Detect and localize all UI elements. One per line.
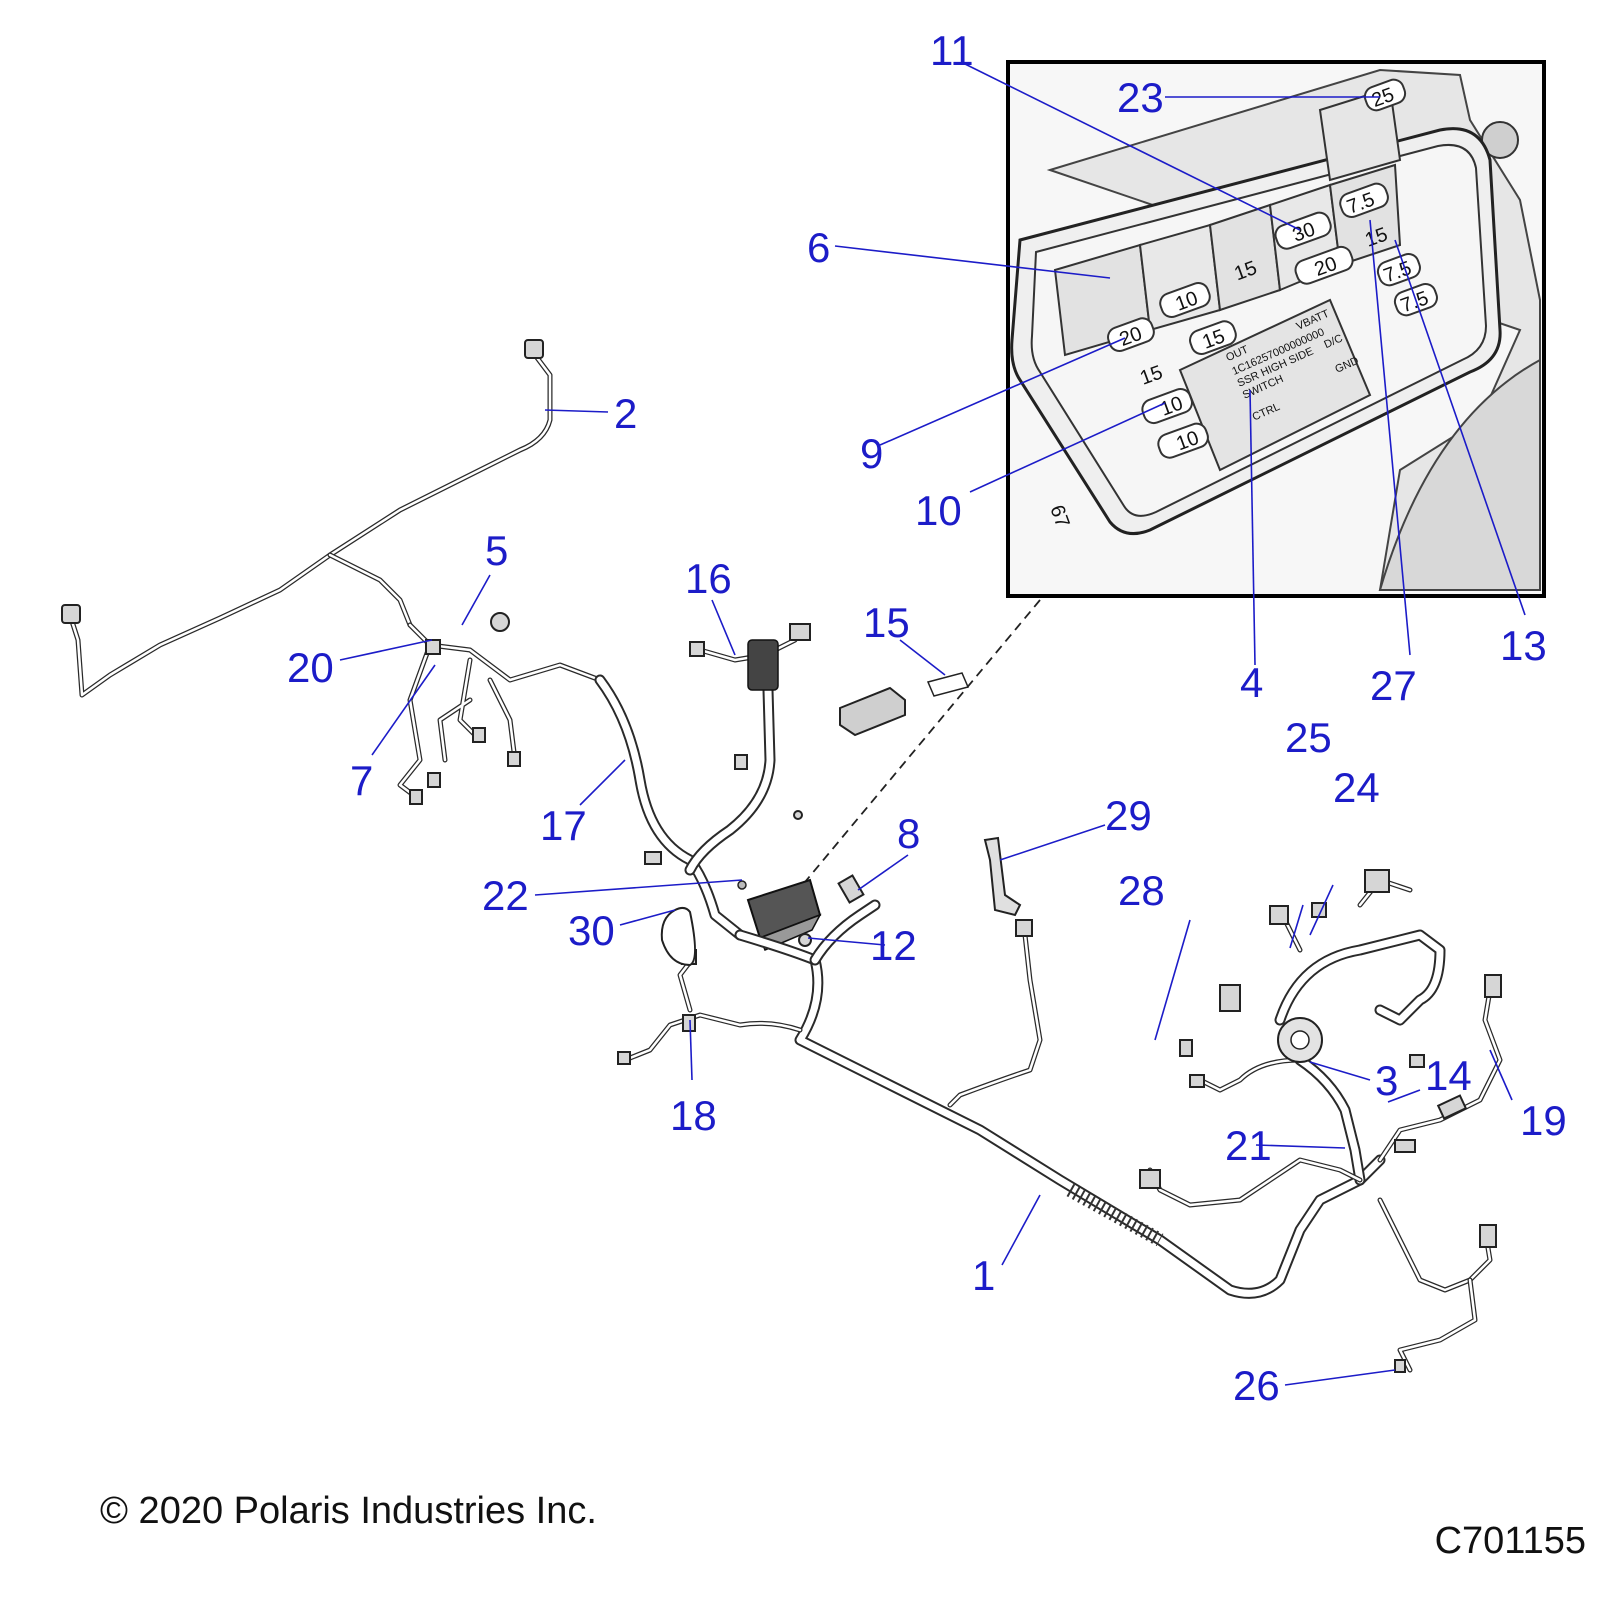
projection-line — [789, 599, 1041, 901]
part-29-bracket — [983, 836, 1022, 917]
fuse-box-inset: OUT VBATT 1C16257000000000 SSR HIGH SIDE… — [1006, 60, 1546, 598]
callout-18: 18 — [670, 1092, 717, 1139]
copyright-notice: © 2020 Polaris Industries Inc. — [100, 1490, 597, 1532]
callout-1: 1 — [972, 1252, 995, 1299]
callout-17: 17 — [540, 802, 587, 849]
callout-15: 15 — [863, 599, 910, 646]
callout-11: 11 — [930, 27, 974, 74]
callout-8: 8 — [897, 810, 920, 857]
main-harness-1 — [617, 899, 1386, 1299]
callout-22: 22 — [482, 872, 529, 919]
part-30-gasket — [660, 906, 696, 967]
callout-12: 12 — [870, 922, 917, 969]
fuse-20-left: 20 — [1107, 317, 1155, 352]
callout-25: 25 — [1285, 714, 1332, 761]
harness-fuse-box — [746, 874, 865, 951]
callout-27: 27 — [1370, 662, 1417, 709]
fuse-25: 25 — [1363, 78, 1407, 112]
callout-6: 6 — [807, 224, 830, 271]
callout-9: 9 — [860, 430, 883, 477]
callout-20: 20 — [287, 644, 334, 691]
fuse-20-mid: 20 — [1294, 245, 1354, 285]
callout-5: 5 — [485, 527, 508, 574]
part-15-module — [839, 672, 970, 737]
callout-26: 26 — [1233, 1362, 1280, 1409]
callout-13: 13 — [1500, 622, 1547, 669]
fuse-15-center: 15 — [1189, 320, 1237, 355]
harness-2 — [61, 339, 553, 698]
callout-14: 14 — [1425, 1052, 1472, 1099]
fuse-10-lower: 10 — [1141, 388, 1193, 425]
callout-19: 19 — [1520, 1097, 1567, 1144]
fuse-7-5-mid: 7.5 — [1376, 253, 1421, 287]
callout-3: 3 — [1375, 1057, 1398, 1104]
harness-5-cluster — [397, 612, 603, 805]
leader-lines — [339, 62, 1526, 1386]
callout-2: 2 — [614, 390, 637, 437]
callout-30: 30 — [568, 907, 615, 954]
callout-16: 16 — [685, 555, 732, 602]
fuse-10-bottom: 10 — [1157, 422, 1209, 459]
harness-right-cluster — [1139, 869, 1503, 1373]
callout-29: 29 — [1105, 792, 1152, 839]
callout-28: 28 — [1118, 867, 1165, 914]
callout-23: 23 — [1117, 74, 1164, 121]
callout-numbers: 1 2 3 4 5 6 7 8 9 10 11 12 13 14 15 16 1… — [287, 27, 1567, 1409]
fuse-7-5-top: 7.5 — [1339, 182, 1389, 219]
callout-7: 7 — [350, 757, 373, 804]
callout-21: 21 — [1225, 1122, 1272, 1169]
callout-24: 24 — [1333, 764, 1380, 811]
callout-10: 10 — [915, 487, 962, 534]
drawing-id: C701155 — [1434, 1520, 1586, 1562]
callout-4: 4 — [1240, 659, 1263, 706]
part-22-fastener — [737, 880, 747, 890]
